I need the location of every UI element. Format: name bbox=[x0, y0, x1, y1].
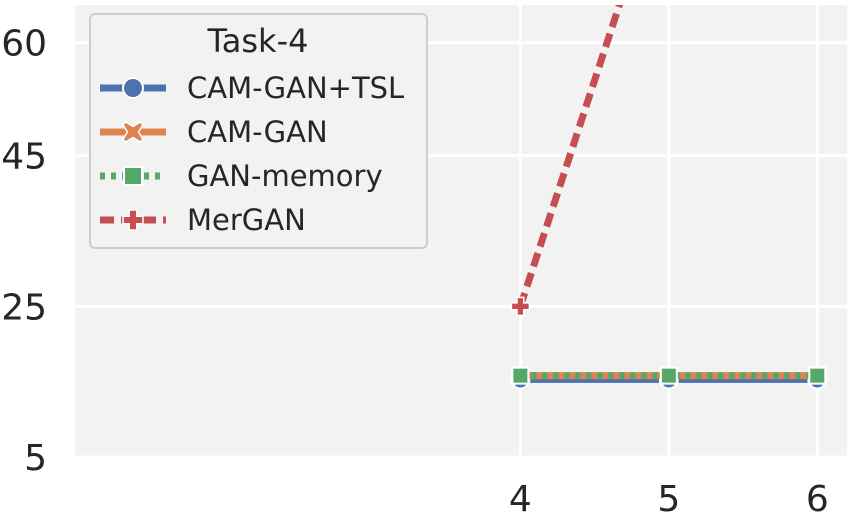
data-point bbox=[659, 366, 678, 385]
y-tick-label: 45 bbox=[1, 137, 47, 178]
x-tick-label: 5 bbox=[657, 479, 680, 516]
legend-marker bbox=[123, 166, 143, 186]
legend-box bbox=[89, 13, 428, 249]
y-tick-label: 60 bbox=[1, 24, 47, 65]
legend-item: CAM-GAN bbox=[100, 115, 328, 149]
legend-marker bbox=[122, 77, 144, 99]
y-tick-label: 5 bbox=[24, 438, 47, 479]
legend-label: MerGAN bbox=[187, 203, 306, 237]
series-gan-memory bbox=[511, 366, 827, 385]
x-tick-label: 6 bbox=[806, 479, 829, 516]
legend-item: GAN-memory bbox=[100, 159, 383, 193]
y-tick-label: 25 bbox=[1, 287, 47, 328]
legend-label: CAM-GAN+TSL bbox=[187, 71, 404, 105]
series-mergan bbox=[510, 5, 624, 317]
series-line bbox=[517, 5, 624, 308]
legend-label: CAM-GAN bbox=[187, 115, 328, 149]
legend-item: CAM-GAN+TSL bbox=[100, 71, 404, 105]
data-point bbox=[511, 366, 530, 385]
legend-marker bbox=[122, 121, 144, 143]
legend-title: Task-4 bbox=[207, 22, 309, 60]
data-point bbox=[510, 296, 531, 317]
legend-label: GAN-memory bbox=[187, 159, 383, 193]
series-layer bbox=[510, 5, 828, 390]
legend-marker bbox=[122, 209, 144, 231]
data-point bbox=[808, 366, 827, 385]
x-tick-label: 4 bbox=[509, 479, 532, 516]
legend-item: MerGAN bbox=[100, 203, 306, 237]
